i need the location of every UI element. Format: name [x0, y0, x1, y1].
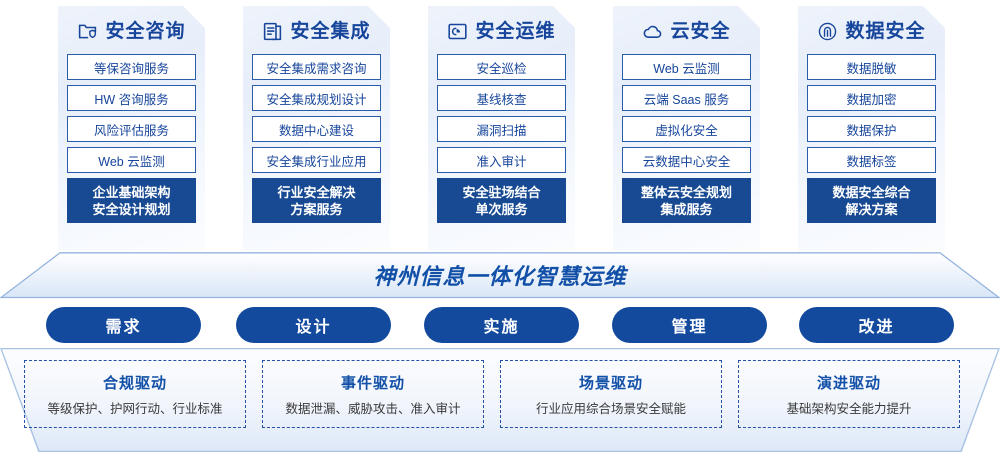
- list-item[interactable]: 漏洞扫描: [437, 116, 566, 142]
- list-item[interactable]: 云端 Saas 服务: [622, 85, 751, 111]
- pillar-card-security-consulting[interactable]: 安全咨询 等保咨询服务 HW 咨询服务 风险评估服务 Web 云监测 企业基础架…: [58, 6, 205, 250]
- list-item[interactable]: 数据标签: [807, 147, 936, 173]
- pillar-title: 数据安全: [845, 20, 926, 42]
- banner-outline: [0, 252, 1000, 299]
- pillar-header: 云安全: [613, 6, 760, 54]
- pillar-item-list: Web 云监测 云端 Saas 服务 虚拟化安全 云数据中心安全 整体云安全规划…: [613, 54, 760, 223]
- driver-desc: 行业应用综合场景安全赋能: [535, 401, 686, 416]
- list-item[interactable]: 安全集成规划设计: [252, 85, 381, 111]
- pillar-card-security-operations[interactable]: 安全运维 安全巡检 基线核查 漏洞扫描 准入审计 安全驻场结合 单次服务: [428, 6, 575, 250]
- driver-desc: 等级保护、护网行动、行业标准: [47, 401, 223, 416]
- pillar-summary[interactable]: 数据安全综合 解决方案: [807, 178, 936, 223]
- list-item[interactable]: HW 咨询服务: [67, 85, 196, 111]
- phase-pill-improvement[interactable]: 改进: [799, 307, 954, 343]
- pillar-summary[interactable]: 整体云安全规划 集成服务: [622, 178, 751, 223]
- list-item[interactable]: 数据中心建设: [252, 116, 381, 142]
- pillar-summary-line: 解决方案: [845, 201, 898, 217]
- pillar-title: 安全咨询: [105, 20, 186, 42]
- pillar-header: 安全咨询: [58, 6, 205, 54]
- banner-trapezoid: [0, 252, 1000, 298]
- pillar-summary-line: 安全驻场结合: [462, 184, 541, 200]
- list-item[interactable]: 等保咨询服务: [67, 54, 196, 80]
- banner-title: 神州信息一体化智慧运维: [373, 264, 627, 289]
- cloud-icon: [642, 21, 663, 42]
- driver-box-evolution[interactable]: 演进驱动 基础架构安全能力提升: [738, 360, 960, 428]
- list-item[interactable]: 云数据中心安全: [622, 147, 751, 173]
- pillar-summary[interactable]: 安全驻场结合 单次服务: [437, 178, 566, 223]
- pillar-item-list: 数据脱敏 数据加密 数据保护 数据标签 数据安全综合 解决方案: [798, 54, 945, 223]
- pillar-summary-line: 行业安全解决: [277, 184, 356, 200]
- phase-pill-row: 需求 设计 实施 管理 改进: [0, 307, 1000, 345]
- list-item[interactable]: 数据保护: [807, 116, 936, 142]
- list-item[interactable]: 数据加密: [807, 85, 936, 111]
- list-item[interactable]: 安全巡检: [437, 54, 566, 80]
- phase-pill-requirement[interactable]: 需求: [46, 307, 201, 343]
- pillar-header: 安全运维: [428, 6, 575, 54]
- monitor-chart-icon: [447, 21, 468, 42]
- pillar-title: 云安全: [670, 20, 731, 42]
- list-item[interactable]: Web 云监测: [622, 54, 751, 80]
- pillar-card-security-integration[interactable]: 安全集成 安全集成需求咨询 安全集成规划设计 数据中心建设 安全集成行业应用 行…: [243, 6, 390, 250]
- pillar-summary[interactable]: 企业基础架构 安全设计规划: [67, 178, 196, 223]
- list-item[interactable]: Web 云监测: [67, 147, 196, 173]
- pillar-item-list: 安全集成需求咨询 安全集成规划设计 数据中心建设 安全集成行业应用 行业安全解决…: [243, 54, 390, 223]
- phase-pill-design[interactable]: 设计: [236, 307, 391, 343]
- driver-title: 演进驱动: [816, 374, 881, 392]
- list-item[interactable]: 安全集成行业应用: [252, 147, 381, 173]
- pillar-summary-line: 企业基础架构: [92, 184, 171, 200]
- pillar-summary-line: 单次服务: [475, 201, 528, 217]
- list-item[interactable]: 基线核查: [437, 85, 566, 111]
- fingerprint-icon: [817, 21, 838, 42]
- phase-pill-implementation[interactable]: 实施: [424, 307, 579, 343]
- pillars-section: 安全咨询 等保咨询服务 HW 咨询服务 风险评估服务 Web 云监测 企业基础架…: [0, 0, 1000, 252]
- drivers-section: 合规驱动 等级保护、护网行动、行业标准 事件驱动 数据泄漏、威胁攻击、准入审计 …: [0, 348, 1000, 456]
- driver-desc: 基础架构安全能力提升: [786, 401, 912, 416]
- phase-pill-management[interactable]: 管理: [612, 307, 767, 343]
- list-item[interactable]: 准入审计: [437, 147, 566, 173]
- pillar-card-data-security[interactable]: 数据安全 数据脱敏 数据加密 数据保护 数据标签 数据安全综合 解决方案: [798, 6, 945, 250]
- documents-stack-icon: [262, 21, 283, 42]
- pillar-summary-line: 集成服务: [660, 201, 713, 217]
- driver-desc: 数据泄漏、威胁攻击、准入审计: [285, 401, 461, 416]
- list-item[interactable]: 数据脱敏: [807, 54, 936, 80]
- driver-box-compliance[interactable]: 合规驱动 等级保护、护网行动、行业标准: [24, 360, 246, 428]
- driver-title: 事件驱动: [340, 374, 405, 392]
- driver-title: 合规驱动: [102, 374, 167, 392]
- pillar-summary-line: 安全设计规划: [92, 201, 171, 217]
- pillar-title: 安全运维: [475, 20, 556, 42]
- pillar-summary-line: 整体云安全规划: [640, 184, 732, 200]
- pillar-header: 安全集成: [243, 6, 390, 54]
- driver-title: 场景驱动: [578, 374, 643, 392]
- drivers-outline: [0, 348, 1000, 453]
- list-item[interactable]: 虚拟化安全: [622, 116, 751, 142]
- pillar-summary-line: 数据安全综合: [832, 184, 911, 200]
- driver-box-scenario[interactable]: 场景驱动 行业应用综合场景安全赋能: [500, 360, 722, 428]
- driver-box-incident[interactable]: 事件驱动 数据泄漏、威胁攻击、准入审计: [262, 360, 484, 428]
- pillar-title: 安全集成: [290, 20, 371, 42]
- folder-shield-icon: [77, 21, 98, 42]
- pillar-card-cloud-security[interactable]: 云安全 Web 云监测 云端 Saas 服务 虚拟化安全 云数据中心安全 整体云…: [613, 6, 760, 250]
- pillar-item-list: 安全巡检 基线核查 漏洞扫描 准入审计 安全驻场结合 单次服务: [428, 54, 575, 223]
- pillar-item-list: 等保咨询服务 HW 咨询服务 风险评估服务 Web 云监测 企业基础架构 安全设…: [58, 54, 205, 223]
- platform-banner: 神州信息一体化智慧运维: [0, 252, 1000, 300]
- pillar-header: 数据安全: [798, 6, 945, 54]
- pillar-summary-line: 方案服务: [290, 201, 343, 217]
- pillar-summary[interactable]: 行业安全解决 方案服务: [252, 178, 381, 223]
- list-item[interactable]: 风险评估服务: [67, 116, 196, 142]
- list-item[interactable]: 安全集成需求咨询: [252, 54, 381, 80]
